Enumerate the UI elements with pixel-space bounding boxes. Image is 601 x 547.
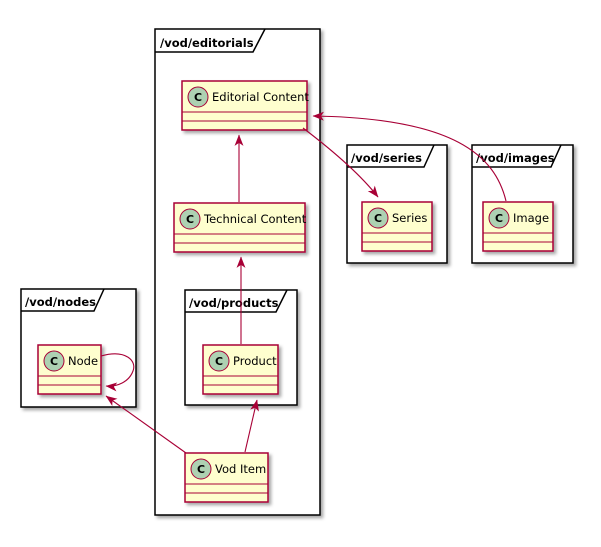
class-stereotype-letter: C <box>374 212 382 225</box>
class-stereotype-letter: C <box>194 91 202 104</box>
edge-vod-item-to-node <box>105 395 187 454</box>
package-images-tab <box>472 144 562 168</box>
package-products-tab <box>185 289 288 313</box>
package-nodes-label: /vod/nodes <box>25 295 96 309</box>
class-technical-content-label: Technical Content <box>203 212 307 226</box>
package-editorials-tab <box>155 28 266 53</box>
package-nodes-tab <box>21 288 105 312</box>
class-stereotype-icon <box>179 208 201 230</box>
class-stereotype-letter: C <box>197 463 205 476</box>
class-editorial-content: C Editorial Content <box>181 80 309 131</box>
class-node-label: Node <box>68 354 98 368</box>
class-series: C Series <box>361 201 433 252</box>
class-stereotype-letter: C <box>186 213 194 226</box>
package-products-label: /vod/products <box>189 296 279 310</box>
class-stereotype-letter: C <box>50 355 58 368</box>
class-stereotype-icon <box>43 350 65 372</box>
class-stereotype-letter: C <box>215 355 223 368</box>
class-stereotype-icon <box>187 86 209 108</box>
class-image: C Image <box>482 201 554 252</box>
class-product-label: Product <box>233 354 277 368</box>
edge-editorial-content-to-series <box>302 127 379 198</box>
class-stereotype-icon <box>190 458 212 480</box>
class-stereotype-icon <box>208 350 230 372</box>
class-stereotype-icon <box>488 207 510 229</box>
package-editorials-label: /vod/editorials <box>160 36 254 50</box>
class-vod-item-label: Vod Item <box>215 462 266 476</box>
package-series-label: /vod/series <box>351 151 422 165</box>
class-technical-content: C Technical Content <box>173 202 307 253</box>
package-series-tab <box>347 144 435 168</box>
class-image-label: Image <box>513 211 549 225</box>
edge-image-to-editorial-content <box>312 111 507 202</box>
class-editorial-content-label: Editorial Content <box>212 90 309 104</box>
package-images-label: /vod/images <box>476 151 555 165</box>
class-node-box <box>37 344 102 395</box>
class-vod-item: C Vod Item <box>184 452 269 503</box>
class-stereotype-letter: C <box>495 212 503 225</box>
edge-node-self-loop <box>100 353 135 392</box>
class-stereotype-icon <box>367 207 389 229</box>
class-series-label: Series <box>392 211 427 225</box>
edge-vod-item-to-product <box>244 399 259 453</box>
class-product: C Product <box>202 344 279 395</box>
class-node: C Node <box>37 344 102 395</box>
